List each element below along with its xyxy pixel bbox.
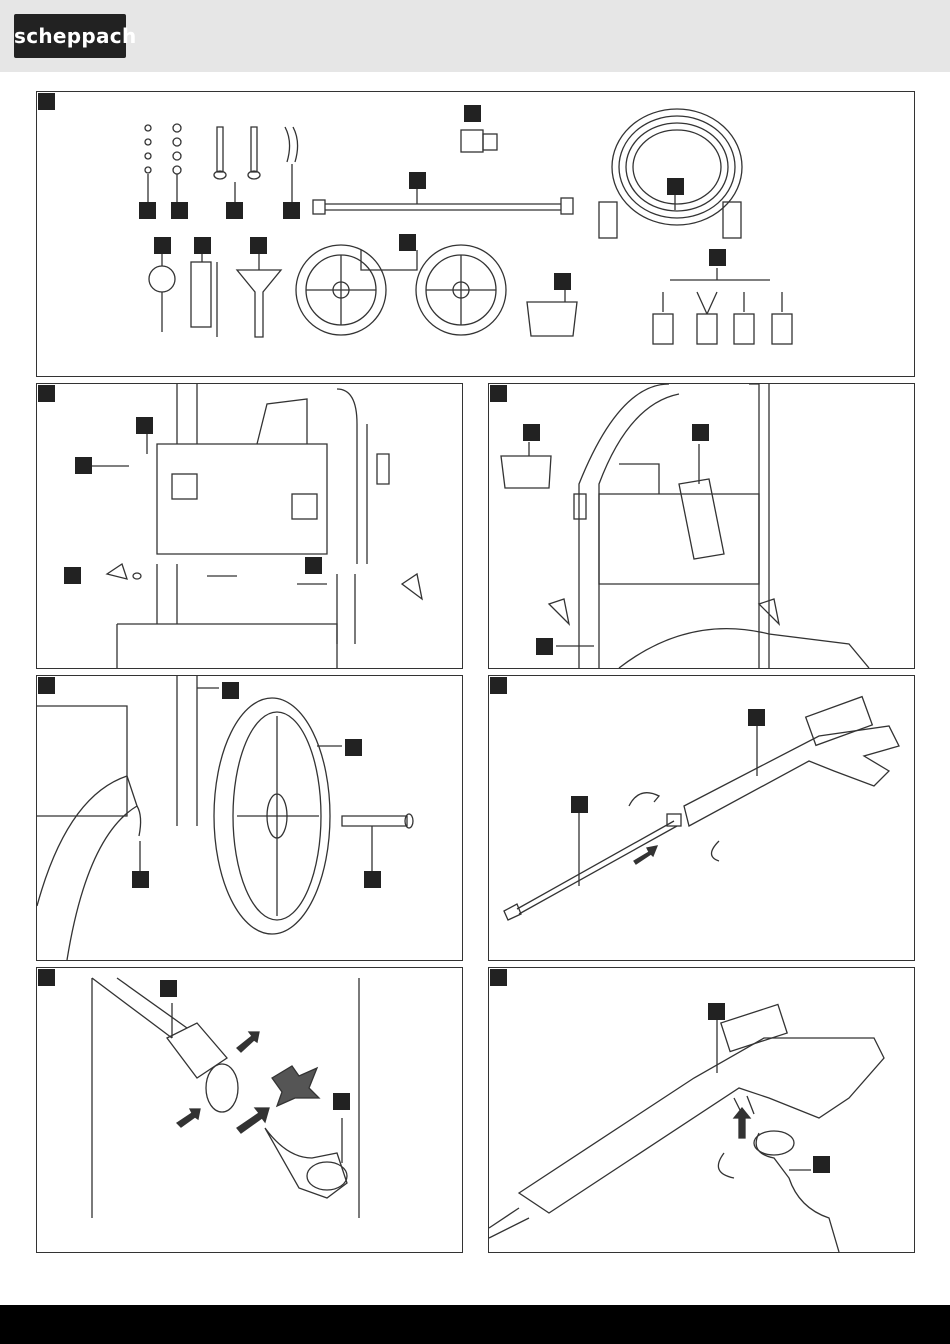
page-header: scheppach [0, 0, 950, 72]
brand-logo: scheppach [14, 14, 126, 58]
panel-nozzle-insertion [36, 967, 463, 1253]
panel-holder-mounting [488, 383, 915, 669]
hose-illustration [489, 968, 914, 1252]
nozzle-illustration [37, 968, 462, 1252]
holder-illustration [489, 384, 914, 668]
page-footer [0, 1305, 950, 1344]
panel-hose-connection [488, 967, 915, 1253]
lance-illustration [489, 676, 914, 960]
panel-lance-connection [488, 675, 915, 961]
panel-parts-overview [36, 91, 915, 377]
wheel-illustration [37, 676, 462, 960]
bracket-illustration [37, 384, 462, 668]
parts-illustration [37, 92, 914, 376]
panel-bracket-assembly [36, 383, 463, 669]
panel-wheel-mounting [36, 675, 463, 961]
